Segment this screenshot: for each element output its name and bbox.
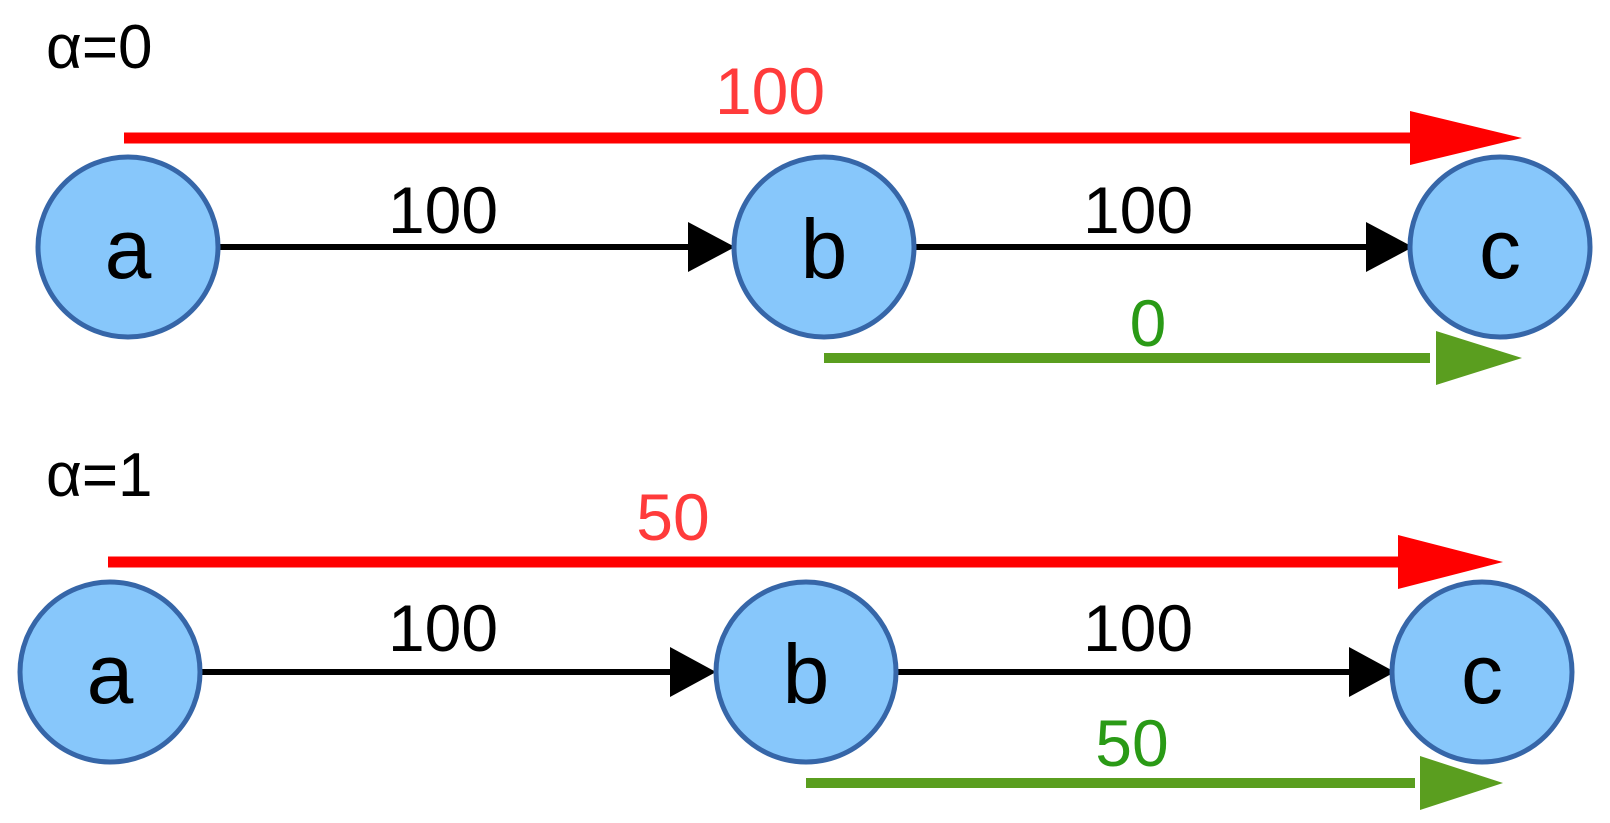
node-c: c bbox=[1407, 154, 1593, 340]
flow-ac-label: 100 bbox=[715, 54, 825, 128]
edge-ab-arrowhead bbox=[688, 222, 735, 272]
edge-ab-arrowhead bbox=[670, 647, 716, 697]
alpha-label: α=1 bbox=[46, 441, 153, 510]
node-b-label: b bbox=[801, 202, 848, 296]
node-a-label: a bbox=[87, 627, 134, 721]
flow-bc-label: 50 bbox=[1095, 706, 1168, 780]
edge-bc-label: 100 bbox=[1083, 591, 1193, 665]
flow-bc-arrowhead bbox=[1420, 756, 1503, 810]
node-a: a bbox=[35, 154, 221, 340]
edge-bc-arrowhead bbox=[1349, 647, 1395, 697]
node-b-label: b bbox=[783, 627, 830, 721]
edge-ab-label: 100 bbox=[388, 591, 498, 665]
alpha-label: α=0 bbox=[46, 13, 153, 82]
node-b: b bbox=[731, 154, 917, 340]
flow-bc-label: 0 bbox=[1130, 286, 1167, 360]
edge-bc-label: 100 bbox=[1083, 173, 1193, 247]
node-c-label: c bbox=[1461, 627, 1503, 721]
panel-alpha-1: α=1 50 100 100 50 a b c bbox=[17, 441, 1575, 810]
flow-ac-arrowhead bbox=[1398, 535, 1503, 589]
flow-ac-arrowhead bbox=[1410, 111, 1522, 165]
edge-ab-label: 100 bbox=[388, 173, 498, 247]
edge-bc-arrowhead bbox=[1366, 222, 1413, 272]
flow-bc-arrowhead bbox=[1436, 331, 1522, 385]
panel-alpha-0: α=0 100 100 100 0 a b c bbox=[35, 13, 1593, 385]
node-c: c bbox=[1389, 579, 1575, 765]
node-a-label: a bbox=[105, 202, 152, 296]
flow-ac-label: 50 bbox=[636, 480, 709, 554]
node-a: a bbox=[17, 579, 203, 765]
node-b: b bbox=[713, 579, 899, 765]
node-c-label: c bbox=[1479, 202, 1521, 296]
